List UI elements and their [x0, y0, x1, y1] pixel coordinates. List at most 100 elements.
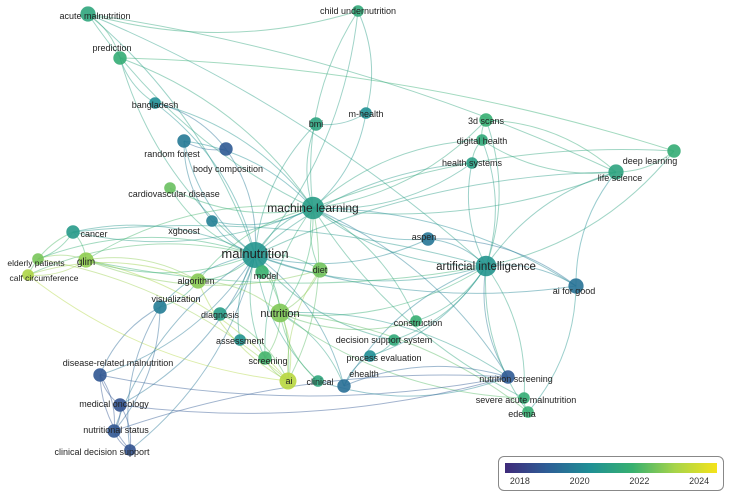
keyword-node-diet[interactable]: [312, 262, 328, 278]
keyword-node-visualization[interactable]: [153, 300, 167, 314]
keyword-node-diagnosis[interactable]: [213, 307, 227, 321]
keyword-label-deep-learning[interactable]: deep learning: [623, 156, 678, 166]
keyword-node-life-science[interactable]: [608, 164, 624, 180]
co-occurrence-link: [72, 224, 256, 256]
keyword-label-edema[interactable]: edema: [508, 409, 536, 419]
keyword-label-clinical-decision-support[interactable]: clinical decision support: [54, 447, 150, 457]
keyword-label-ai-for-good[interactable]: ai for good: [553, 286, 596, 296]
co-occurrence-link: [254, 162, 473, 256]
keyword-node-calf-circumference[interactable]: [22, 269, 34, 281]
keyword-label-disease-related-malnutrition[interactable]: disease-related malnutrition: [63, 358, 174, 368]
legend-tick: 2020: [569, 476, 590, 486]
keyword-label-bmi[interactable]: bmi: [309, 119, 324, 129]
keyword-node-screening[interactable]: [258, 351, 272, 365]
keyword-label-construction[interactable]: construction: [394, 318, 443, 328]
keyword-label-medical-oncology[interactable]: medical oncology: [79, 399, 149, 409]
keyword-label-prediction[interactable]: prediction: [92, 43, 131, 53]
keyword-label-screening[interactable]: screening: [248, 356, 287, 366]
keyword-label-algorithm[interactable]: algorithm: [177, 276, 214, 286]
keyword-label-artificial-intelligence[interactable]: artificial intelligence: [436, 261, 536, 273]
keyword-node-cancer[interactable]: [66, 225, 80, 239]
keyword-label-elderly-patients[interactable]: elderly patients: [7, 258, 64, 268]
keyword-label-diet[interactable]: diet: [313, 265, 328, 275]
keyword-node-nutrition-screening[interactable]: [501, 370, 515, 384]
keyword-label-process-evaluation[interactable]: process evaluation: [346, 353, 421, 363]
keyword-node-decision-support-system[interactable]: [388, 334, 400, 346]
keyword-node-ai[interactable]: [279, 372, 297, 390]
co-occurrence-link: [72, 224, 487, 267]
keyword-node-xgboost[interactable]: [206, 215, 218, 227]
keyword-label-nutrition[interactable]: nutrition: [260, 308, 299, 320]
keyword-node-3d-scans[interactable]: [479, 113, 493, 127]
keyword-node-prediction[interactable]: [113, 51, 127, 65]
keyword-label-bangladesh[interactable]: bangladesh: [132, 100, 179, 110]
keyword-node-bmi[interactable]: [309, 117, 323, 131]
keyword-node-elderly-patients[interactable]: [32, 253, 44, 265]
keyword-node-artificial-intelligence[interactable]: [475, 255, 497, 277]
keyword-node-assessment[interactable]: [234, 334, 246, 346]
keyword-node-random-forest[interactable]: [177, 134, 191, 148]
keyword-node-nutrition[interactable]: [270, 303, 290, 323]
keyword-node-health-systems[interactable]: [466, 157, 478, 169]
keyword-node-medical-oncology[interactable]: [113, 398, 127, 412]
co-occurrence-link: [87, 10, 359, 34]
keyword-label-nutritional-status[interactable]: nutritional status: [83, 425, 149, 435]
keyword-node-nutritional-status[interactable]: [107, 424, 121, 438]
keyword-label-visualization[interactable]: visualization: [151, 294, 200, 304]
co-occurrence-link: [127, 306, 161, 451]
keyword-node-cardiovascular-disease[interactable]: [164, 182, 176, 194]
keyword-node-body-composition[interactable]: [219, 142, 233, 156]
keyword-label-clinical[interactable]: clinical: [306, 377, 333, 387]
keyword-label-model[interactable]: model: [254, 271, 279, 281]
keyword-node-process-evaluation[interactable]: [364, 350, 376, 362]
keyword-node-machine-learning[interactable]: [301, 196, 325, 220]
keyword-node-construction[interactable]: [410, 315, 422, 327]
keyword-label-cardiovascular-disease[interactable]: cardiovascular disease: [128, 189, 220, 199]
keyword-label-aspen[interactable]: aspen: [412, 232, 437, 242]
keyword-label-ai[interactable]: ai: [285, 376, 292, 386]
keyword-label-glim[interactable]: glim: [77, 257, 95, 268]
keyword-node-ehealth[interactable]: [337, 379, 351, 393]
keyword-node-bangladesh[interactable]: [149, 97, 161, 109]
keyword-node-ai-for-good[interactable]: [568, 278, 584, 294]
keyword-node-clinical[interactable]: [312, 375, 324, 387]
keyword-label-calf-circumference[interactable]: calf circumference: [10, 273, 79, 283]
keyword-label-malnutrition[interactable]: malnutrition: [221, 246, 288, 261]
keyword-label-body-composition[interactable]: body composition: [193, 164, 263, 174]
co-occurrence-link: [72, 207, 314, 243]
keyword-label-decision-support-system[interactable]: decision support system: [336, 335, 433, 345]
keyword-label-machine-learning[interactable]: machine learning: [267, 201, 358, 215]
co-occurrence-link: [85, 254, 256, 274]
keyword-node-aspen[interactable]: [421, 232, 435, 246]
keyword-label-acute-malnutrition[interactable]: acute malnutrition: [59, 11, 130, 21]
keyword-node-child-undernutrition[interactable]: [352, 5, 364, 17]
legend-ticks: 2018 2020 2022 2024: [505, 476, 717, 488]
keyword-node-acute-malnutrition[interactable]: [80, 6, 96, 22]
co-occurrence-link: [119, 57, 314, 209]
keyword-node-digital-health[interactable]: [476, 134, 488, 146]
keyword-node-m-health[interactable]: [360, 107, 372, 119]
keyword-label-cancer[interactable]: cancer: [80, 229, 107, 239]
keyword-label-random-forest[interactable]: random forest: [144, 149, 200, 159]
keyword-label-assessment[interactable]: assessment: [216, 336, 265, 346]
keyword-node-clinical-decision-support[interactable]: [124, 444, 136, 456]
keyword-node-severe-acute-malnutrition[interactable]: [518, 392, 530, 404]
keyword-node-disease-related-malnutrition[interactable]: [93, 368, 107, 382]
keyword-label-diagnosis[interactable]: diagnosis: [201, 310, 240, 320]
keyword-label-m-health[interactable]: m-health: [348, 109, 383, 119]
keyword-node-glim[interactable]: [78, 252, 94, 268]
keyword-node-malnutrition[interactable]: [242, 242, 268, 268]
keyword-label-life-science[interactable]: life science: [598, 173, 643, 183]
keyword-label-ehealth[interactable]: ehealth: [349, 369, 379, 379]
keyword-label-xgboost[interactable]: xgboost: [168, 226, 200, 236]
keyword-label-severe-acute-malnutrition[interactable]: severe acute malnutrition: [476, 395, 577, 405]
keyword-node-edema[interactable]: [522, 406, 534, 418]
keyword-label-health-systems[interactable]: health systems: [442, 158, 503, 168]
keyword-node-deep-learning[interactable]: [667, 144, 681, 158]
keyword-node-model[interactable]: [255, 265, 269, 279]
keyword-label-digital-health[interactable]: digital health: [457, 136, 508, 146]
keyword-label-child-undernutrition[interactable]: child undernutrition: [320, 6, 396, 16]
keyword-label-3d-scans[interactable]: 3d scans: [468, 116, 505, 126]
keyword-node-algorithm[interactable]: [190, 273, 206, 289]
keyword-label-nutrition-screening[interactable]: nutrition screening: [479, 374, 553, 384]
